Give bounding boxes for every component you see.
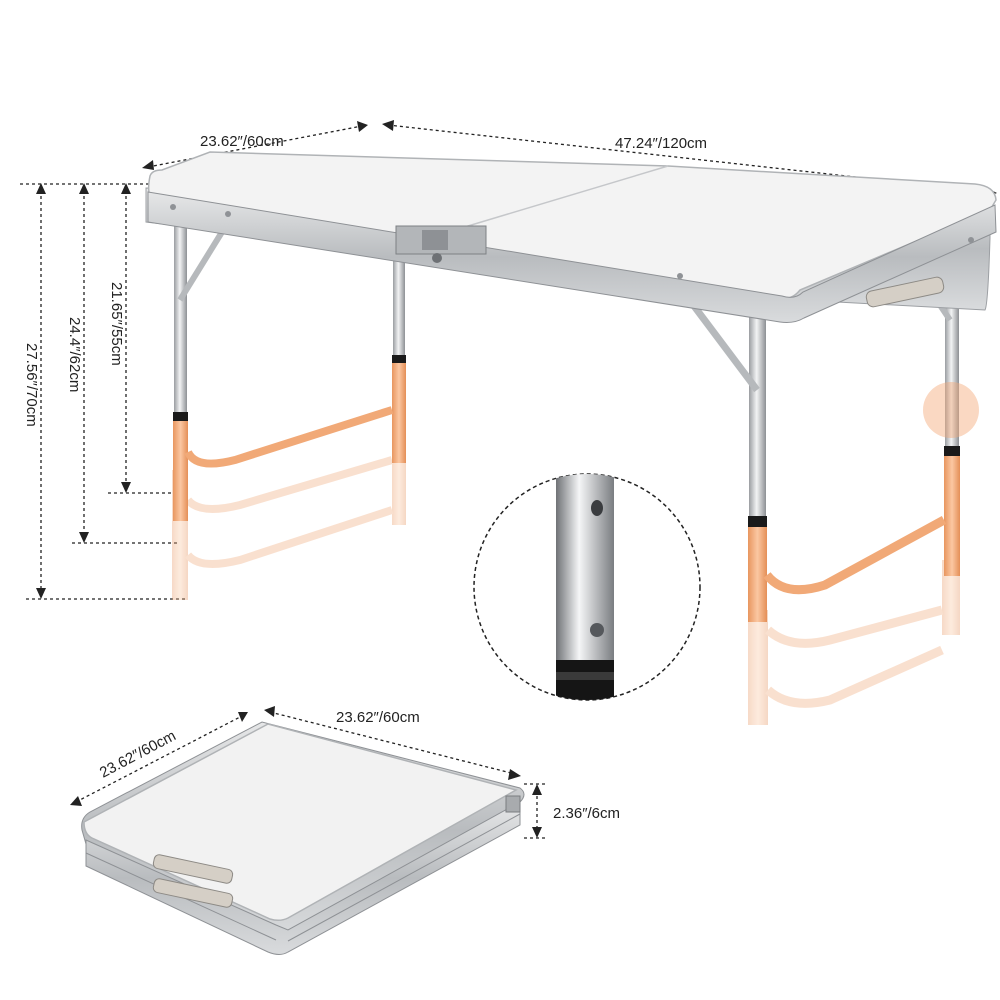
folded-thickness-label: 2.36″/6cm: [553, 805, 620, 822]
highlight-circle: [923, 382, 979, 438]
dimension-width-top: [142, 121, 368, 170]
height-mid-label: 24.4″/62cm: [66, 317, 83, 392]
height-low-label: 21.65″/55cm: [108, 282, 125, 366]
leg-detail-magnifier-icon: [473, 473, 701, 701]
carry-handle-icon: [865, 276, 945, 308]
folded-length-label: 23.62″/60cm: [336, 709, 420, 726]
folded-handle-icon: [152, 854, 234, 908]
dimension-folded-length: [264, 706, 521, 780]
dimension-height-high: [20, 183, 186, 600]
height-high-label: 27.56″/70cm: [23, 343, 40, 427]
leg-extensions: [173, 363, 979, 622]
table-legs: [173, 222, 960, 527]
length-label: 47.24″/120cm: [615, 135, 707, 152]
dimension-height-mid: [72, 183, 180, 544]
dimension-folded-width: [70, 712, 248, 806]
dimension-folded-thickness: [524, 783, 546, 839]
latch-icon: [395, 225, 487, 263]
folded-table: [81, 721, 525, 955]
dimension-height-low: [108, 183, 178, 494]
tabletop: [145, 151, 997, 323]
width-label: 23.62″/60cm: [200, 133, 284, 150]
